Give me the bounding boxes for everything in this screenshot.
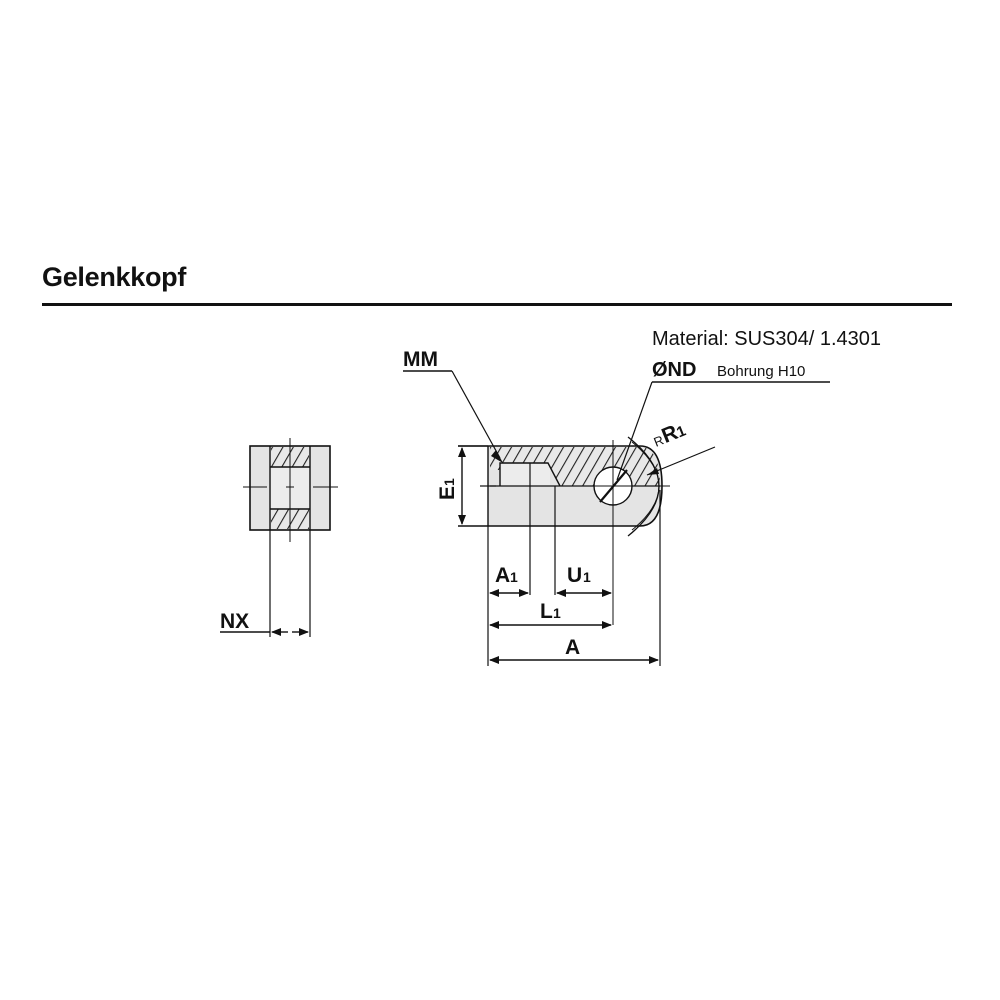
l1-label: L 1	[540, 600, 561, 623]
section-title: Gelenkkopf	[42, 262, 187, 292]
bore-symbol: ØND	[652, 359, 696, 381]
a1-label: A 1	[495, 564, 518, 587]
bore-note: Bohrung H10	[717, 363, 805, 380]
nx-label: NX	[220, 610, 249, 633]
svg-text:U: U	[567, 564, 582, 587]
material-text: Material: SUS304/ 1.4301	[652, 328, 881, 350]
svg-text:1: 1	[510, 569, 518, 585]
side-view	[220, 438, 338, 637]
svg-text:E: E	[436, 486, 459, 500]
mm-label: MM	[403, 348, 438, 371]
svg-text:1: 1	[553, 605, 561, 621]
svg-text:1: 1	[441, 478, 457, 486]
a-label: A	[565, 636, 580, 659]
rr1-label: R R 1	[652, 421, 689, 450]
front-view	[403, 370, 830, 666]
title-divider	[42, 303, 952, 306]
u1-label: U 1	[567, 564, 591, 587]
e1-label: E 1	[436, 478, 459, 500]
svg-text:L: L	[540, 600, 553, 623]
svg-text:1: 1	[583, 569, 591, 585]
svg-text:A: A	[495, 564, 510, 587]
